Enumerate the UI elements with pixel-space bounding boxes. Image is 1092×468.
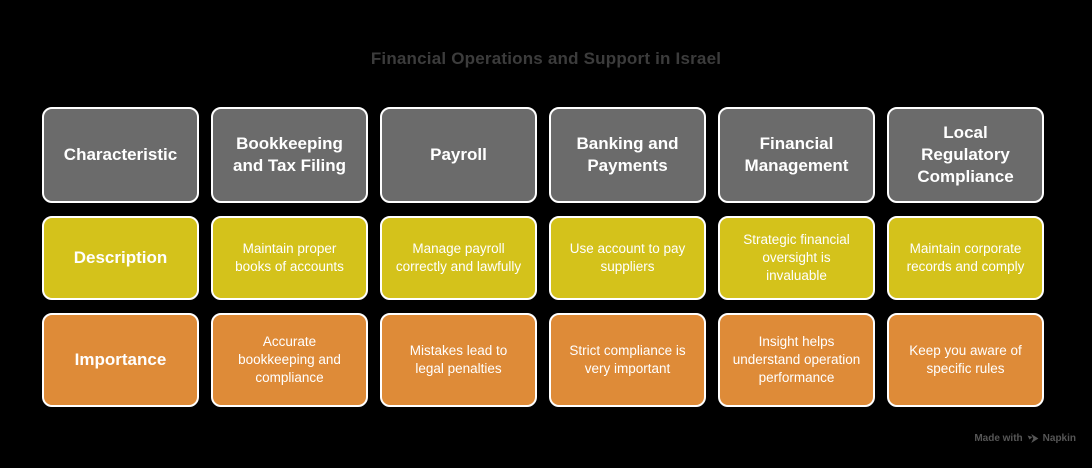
body-cell: Mistakes lead to legal penalties: [380, 313, 537, 407]
body-cell: Manage payroll correctly and lawfully: [380, 216, 537, 300]
body-cell: Strict compliance is very important: [549, 313, 706, 407]
body-cell: Strategic financial oversight is invalua…: [718, 216, 875, 300]
header-cell: Characteristic: [42, 107, 199, 203]
napkin-logo-icon: [1027, 434, 1039, 443]
page-title: Financial Operations and Support in Isra…: [370, 49, 722, 68]
body-cell: Accurate bookkeeping and compliance: [211, 313, 368, 407]
body-cell: Maintain proper books of accounts: [211, 216, 368, 300]
row-label-cell: Importance: [42, 313, 199, 407]
body-cell: Use account to pay suppliers: [549, 216, 706, 300]
header-cell: Bookkeeping and Tax Filing: [211, 107, 368, 203]
header-cell: Financial Management: [718, 107, 875, 203]
header-cell: Local Regulatory Compliance: [887, 107, 1044, 203]
header-cell: Payroll: [380, 107, 537, 203]
body-cell: Maintain corporate records and comply: [887, 216, 1044, 300]
header-cell: Banking and Payments: [549, 107, 706, 203]
watermark-brand: Napkin: [1042, 433, 1076, 444]
watermark-prefix: Made with: [974, 433, 1023, 444]
row-label-cell: Description: [42, 216, 199, 300]
body-cell: Keep you aware of specific rules: [887, 313, 1044, 407]
body-cell: Insight helps understand operation perfo…: [718, 313, 875, 407]
watermark: Made with Napkin: [974, 433, 1076, 444]
